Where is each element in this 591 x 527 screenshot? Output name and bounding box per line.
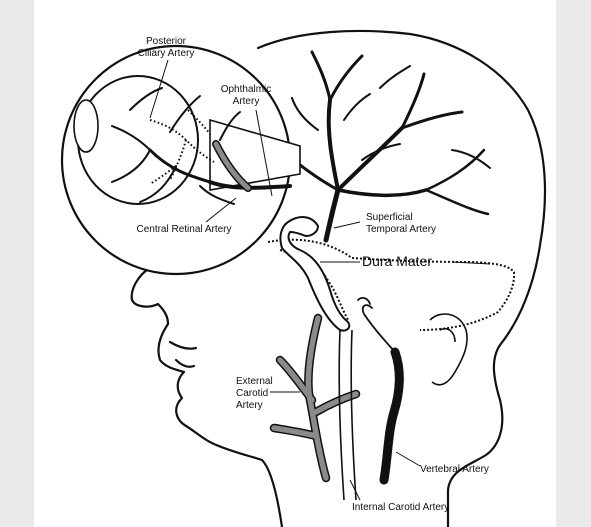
label-external-carotid-2: Carotid: [236, 388, 268, 399]
label-dura-mater: Dura Mater: [362, 253, 432, 269]
eye-magnifier: [60, 44, 301, 276]
head-outline: [130, 29, 547, 527]
internal-carotid-upper: [279, 216, 351, 332]
label-ophthalmic-2: Artery: [233, 96, 260, 107]
label-ophthalmic-1: Ophthalmic: [221, 84, 272, 95]
label-posterior-ciliary-2: Ciliary Artery: [138, 48, 195, 59]
internal-carotid-artery: [338, 329, 357, 501]
label-external-carotid-3: Artery: [236, 400, 263, 411]
leader-lines: [149, 59, 491, 501]
label-posterior-ciliary-1: Posterior: [146, 36, 187, 47]
label-external-carotid-1: External: [236, 376, 273, 387]
ear: [429, 313, 468, 386]
label-internal-carotid: Internal Carotid Artery: [352, 502, 449, 513]
vertebral-artery: [357, 297, 404, 485]
label-vertebral: Vertebral Artery: [420, 464, 489, 475]
label-superficial-temporal-1: Superficial: [366, 212, 413, 223]
label-central-retinal: Central Retinal Artery: [136, 224, 231, 235]
label-superficial-temporal-2: Temporal Artery: [366, 224, 436, 235]
